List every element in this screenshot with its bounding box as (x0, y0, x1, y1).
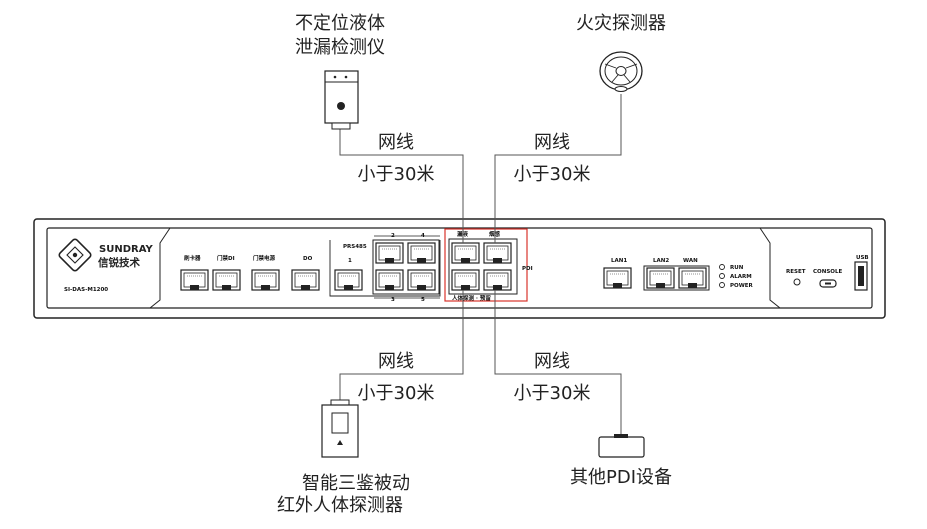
reset-button[interactable] (793, 278, 801, 286)
port-door-di[interactable] (212, 269, 241, 291)
port-rs485-2[interactable] (375, 242, 404, 264)
port-label-lan1: LAN1 (611, 258, 627, 264)
pdi-group (444, 228, 528, 302)
pdi-label: PDI (522, 266, 533, 272)
port-lan2[interactable] (646, 267, 675, 289)
pir-name-line2: 红外人体探测器 (277, 495, 403, 516)
brand-en: SUNDRAY (99, 244, 153, 255)
cable-length-leak: 小于30米 (358, 164, 435, 185)
port-label-wan: WAN (683, 258, 698, 264)
pdi-label-bottom: 人体探测 · 预留 (452, 294, 491, 302)
pdi-device-name: 其他PDI设备 (570, 467, 672, 488)
port-rs485-5[interactable] (407, 269, 436, 291)
port-label-door-power: 门禁电源 (253, 254, 276, 262)
lan-wan-group (643, 265, 710, 291)
leak-name-line1: 不定位液体 (295, 13, 385, 34)
pir-detector-icon (321, 399, 359, 458)
port-door-power[interactable] (251, 269, 280, 291)
cable-length-fire: 小于30米 (514, 164, 591, 185)
pdi-device-icon (598, 434, 645, 458)
port-rs485-1[interactable] (334, 269, 363, 291)
port-wan[interactable] (678, 267, 707, 289)
cable-length-pir: 小于30米 (358, 383, 435, 404)
rs485-num-3: 3 (391, 297, 395, 303)
brand-cn: 信锐技术 (98, 256, 140, 269)
led-label-run: RUN (730, 265, 744, 271)
cable-length-pdi: 小于30米 (514, 383, 591, 404)
rs485-num-2: 2 (391, 233, 395, 239)
alarm-led-icon (719, 273, 725, 279)
rs485-label: PRS485 (343, 244, 367, 250)
port-lan1[interactable] (603, 267, 632, 289)
rs485-group (329, 235, 441, 299)
model-number: SI-DAS-M1200 (64, 287, 108, 293)
leak-name-line2: 泄漏检测仪 (295, 37, 385, 58)
sundray-logo (58, 238, 92, 272)
leak-detector-icon (324, 70, 359, 130)
fire-detector-icon (599, 51, 643, 92)
usb-label: USB (856, 255, 869, 261)
port-label-do: DO (303, 256, 313, 262)
rs485-num-5: 5 (421, 297, 425, 303)
reset-label: RESET (786, 269, 806, 275)
cable-type-pir: 网线 (378, 351, 414, 372)
led-label-power: POWER (730, 283, 754, 289)
port-rs485-4[interactable] (407, 242, 436, 264)
fire-name: 火灾探测器 (576, 13, 666, 34)
cable-type-leak: 网线 (378, 132, 414, 153)
port-rs485-3[interactable] (375, 269, 404, 291)
port-pdi-pir[interactable] (451, 269, 480, 291)
port-label-card: 刷卡器 (184, 254, 201, 262)
port-pdi-leak[interactable] (451, 242, 480, 264)
port-card[interactable] (180, 269, 209, 291)
port-label-door-di: 门禁DI (217, 254, 235, 262)
power-led-icon (719, 282, 725, 288)
port-pdi-smoke[interactable] (483, 242, 512, 264)
cable-lines (339, 94, 622, 436)
port-pdi-reserved[interactable] (483, 269, 512, 291)
rs485-num-4: 4 (421, 233, 425, 239)
cable-type-fire: 网线 (534, 132, 570, 153)
run-led-icon (719, 264, 725, 270)
port-do[interactable] (291, 269, 320, 291)
led-label-alarm: ALARM (730, 274, 752, 280)
cable-type-pdi: 网线 (534, 351, 570, 372)
pir-name-line1: 智能三鉴被动 (302, 473, 410, 494)
rs485-num-1: 1 (348, 258, 352, 264)
console-label: CONSOLE (813, 269, 842, 275)
port-label-lan2: LAN2 (653, 258, 669, 264)
